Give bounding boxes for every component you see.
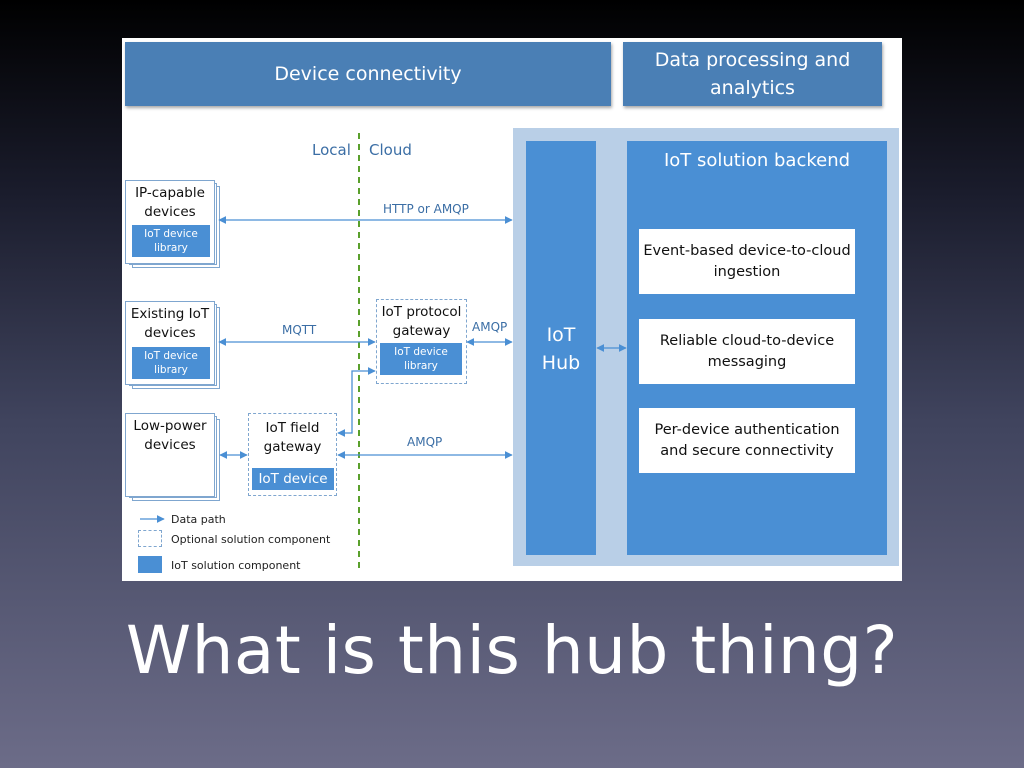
cloud-zone-label: Cloud	[369, 141, 412, 159]
iot-hub: IoT Hub	[526, 141, 596, 555]
http-amqp-label: HTTP or AMQP	[383, 202, 469, 216]
field-gateway-library: IoT device	[252, 468, 334, 490]
backend-title: IoT solution backend	[663, 150, 851, 171]
field-gateway-label: IoT field gateway	[263, 420, 322, 455]
local-zone-label: Local	[312, 141, 351, 159]
backend-item-ingestion: Event-based device-to-cloud ingestion	[639, 229, 855, 294]
ip-capable-devices-label: IP-capable devices	[135, 185, 205, 220]
protocol-gateway-library: IoT device library	[380, 343, 462, 375]
field-to-protocol-path	[337, 367, 376, 437]
legend-optional-swatch	[138, 530, 162, 547]
legend-component-swatch	[138, 556, 162, 573]
architecture-diagram: Device connectivity Data processing and …	[122, 38, 902, 581]
legend-component: IoT solution component	[171, 559, 301, 572]
legend-optional: Optional solution component	[171, 533, 331, 546]
backend-item-messaging: Reliable cloud-to-device messaging	[639, 319, 855, 384]
amqp-gateway-label: AMQP	[472, 320, 508, 334]
data-processing-header: Data processing and analytics	[623, 42, 882, 106]
low-power-devices-label: Low-power devices	[133, 418, 207, 453]
mqtt-label: MQTT	[282, 323, 317, 337]
legend-data-path: Data path	[171, 513, 226, 526]
device-library-1: IoT device library	[132, 225, 210, 257]
existing-iot-devices-label: Existing IoT devices	[130, 306, 210, 341]
backend-item-authentication: Per-device authentication and secure con…	[639, 408, 855, 473]
low-power-devices: Low-power devices	[125, 413, 215, 497]
device-library-2: IoT device library	[132, 347, 210, 379]
connection-lines	[140, 133, 627, 570]
slide-title: What is this hub thing?	[125, 612, 899, 689]
protocol-gateway-label: IoT protocol gateway	[381, 304, 462, 339]
device-connectivity-header: Device connectivity	[125, 42, 611, 106]
amqp-field-label: AMQP	[407, 435, 443, 449]
iot-hub-label: IoT Hub	[541, 324, 581, 374]
